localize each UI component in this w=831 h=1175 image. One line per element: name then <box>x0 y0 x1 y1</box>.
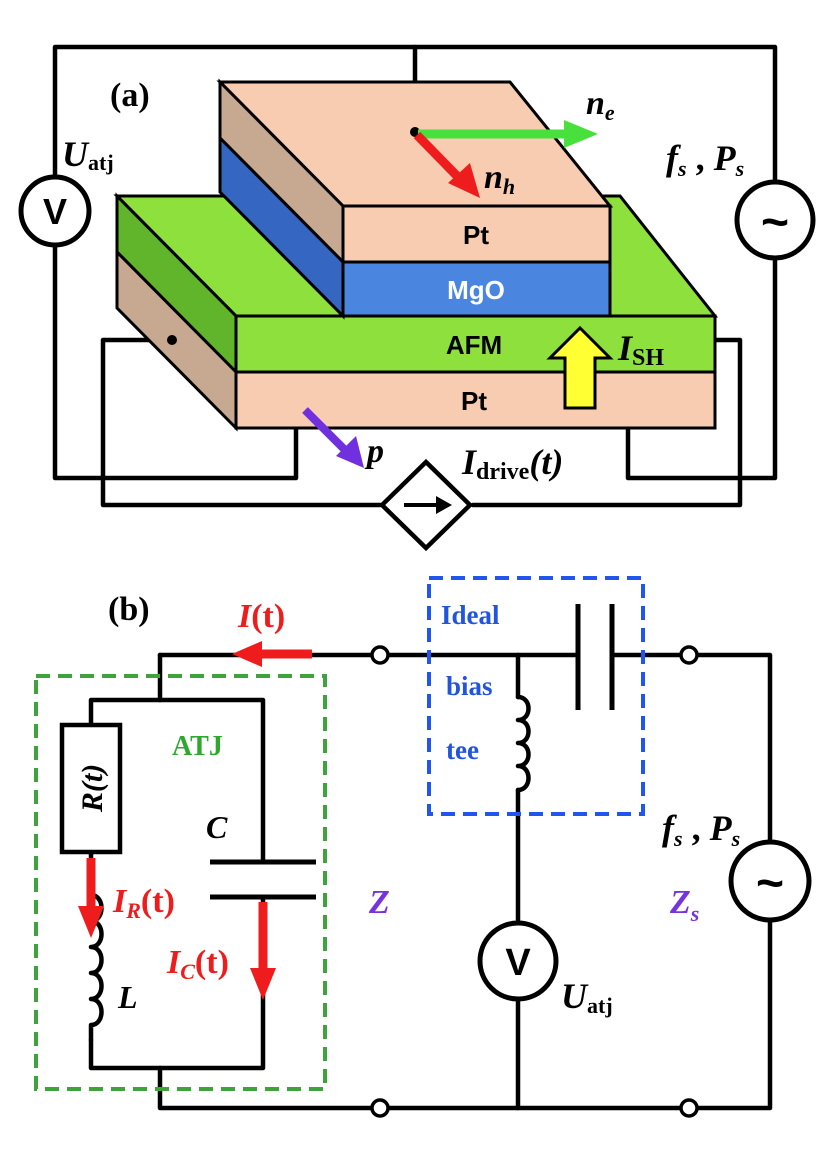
nh-arrow <box>413 131 463 182</box>
voltmeter-a: V <box>18 174 92 248</box>
ac-source-b-symbol: ~ <box>756 857 784 910</box>
bottom-pt-label: Pt <box>461 386 487 416</box>
panel-a-label: (a) <box>110 77 150 114</box>
zs-label: Zs <box>669 884 699 926</box>
resistor <box>59 722 123 855</box>
ne-arrow-head <box>564 120 598 148</box>
drive-current-arrow-icon <box>436 496 452 514</box>
top-contact-dot <box>410 127 420 137</box>
ir-label: IR(t) <box>112 883 175 923</box>
bias-tee-line-3: tee <box>446 735 479 765</box>
capacitor-label: C <box>206 809 228 845</box>
bottom-contact-dot <box>167 335 177 345</box>
voltmeter-a-label: Uatj <box>62 134 114 175</box>
top-stack <box>216 78 614 320</box>
voltmeter-b-label: Uatj <box>561 976 613 1018</box>
z-label: Z <box>368 884 390 921</box>
voltmeter-b: V <box>477 920 559 1002</box>
terminal-top-right <box>679 645 699 665</box>
terminal-top-left <box>370 645 390 665</box>
ic-arrow-head <box>250 968 276 1000</box>
ish-arrow <box>546 325 614 410</box>
ac-source-a: ~ <box>734 179 816 261</box>
nh-arrow-head <box>448 163 480 198</box>
ish-label: ISH <box>617 328 664 371</box>
bias-tee-line-1: Ideal <box>441 600 500 630</box>
top-pt-front-face <box>341 204 612 264</box>
atj-label: ATJ <box>172 731 223 762</box>
panel-a-wires <box>52 44 778 508</box>
source-a-label: fs , Ps <box>666 138 744 181</box>
bias-tee-capacitor <box>575 604 615 710</box>
bias-tee-inductor <box>515 694 531 793</box>
voltmeter-a-symbol: V <box>43 191 67 232</box>
drive-current-source <box>378 458 474 552</box>
resistor-label: R(t) <box>76 764 109 813</box>
ac-source-b: ~ <box>728 839 812 923</box>
voltmeter-b-symbol: V <box>505 942 531 984</box>
current-label: I(t) <box>237 598 285 635</box>
atj-box <box>34 674 327 1091</box>
afm-label: AFM <box>446 330 502 360</box>
terminal-bottom-left <box>370 1098 390 1118</box>
panel-b: R(t) V ~ <box>34 576 812 1118</box>
ne-label: ne <box>586 85 615 125</box>
nh-label: nh <box>484 159 515 199</box>
capacitor-c <box>210 859 316 900</box>
ir-arrow-head <box>78 906 104 938</box>
idrive-label: Idrive(t) <box>461 442 563 485</box>
bias-tee-line-2: bias <box>446 671 493 701</box>
ac-source-a-symbol: ~ <box>761 196 789 249</box>
p-arrow <box>302 407 348 453</box>
mgo-front-face <box>341 260 612 318</box>
mgo-label: MgO <box>447 275 505 305</box>
panel-b-label: (b) <box>108 591 150 628</box>
bias-tee-box <box>427 576 645 816</box>
p-arrow-head <box>336 436 364 468</box>
top-pt-label: Pt <box>463 220 489 250</box>
p-label: p <box>364 433 384 470</box>
inductor-label: L <box>117 979 138 1015</box>
ic-label: IC(t) <box>166 944 229 984</box>
source-b-label: fs , Ps <box>662 808 740 851</box>
panel-a: Pt MgO AFM Pt V ~ <box>18 44 816 552</box>
terminal-bottom-right <box>679 1098 699 1118</box>
current-arrow-head <box>232 641 262 667</box>
